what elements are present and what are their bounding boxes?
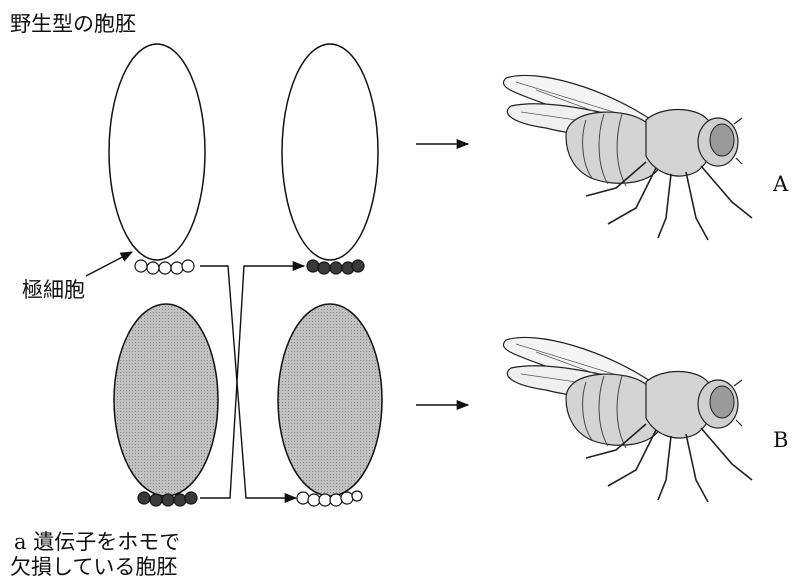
fly-b-illustration (503, 337, 752, 502)
pole-cells-wild-source (135, 260, 194, 274)
label-mutant-line2: 欠損している胞胚 (10, 553, 177, 581)
pole-cells-mutant-source (138, 492, 197, 506)
pole-cell-pointer-arrow (86, 252, 132, 276)
title-wild-type-embryo: 野生型の胞胚 (10, 10, 136, 38)
pole-cells-mutant-transplanted (307, 260, 364, 274)
label-result-a: A (773, 170, 788, 198)
fly-a-illustration (503, 75, 752, 240)
label-pole-cells: 極細胞 (22, 276, 85, 304)
embryo-mutant-source (114, 304, 218, 496)
embryo-mutant-recipient (278, 304, 382, 496)
label-mutant-line1: a 遺伝子をホモで (14, 528, 180, 556)
embryo-wild-recipient (282, 44, 378, 260)
label-result-b: B (773, 426, 788, 454)
embryo-wild-source (109, 44, 205, 260)
